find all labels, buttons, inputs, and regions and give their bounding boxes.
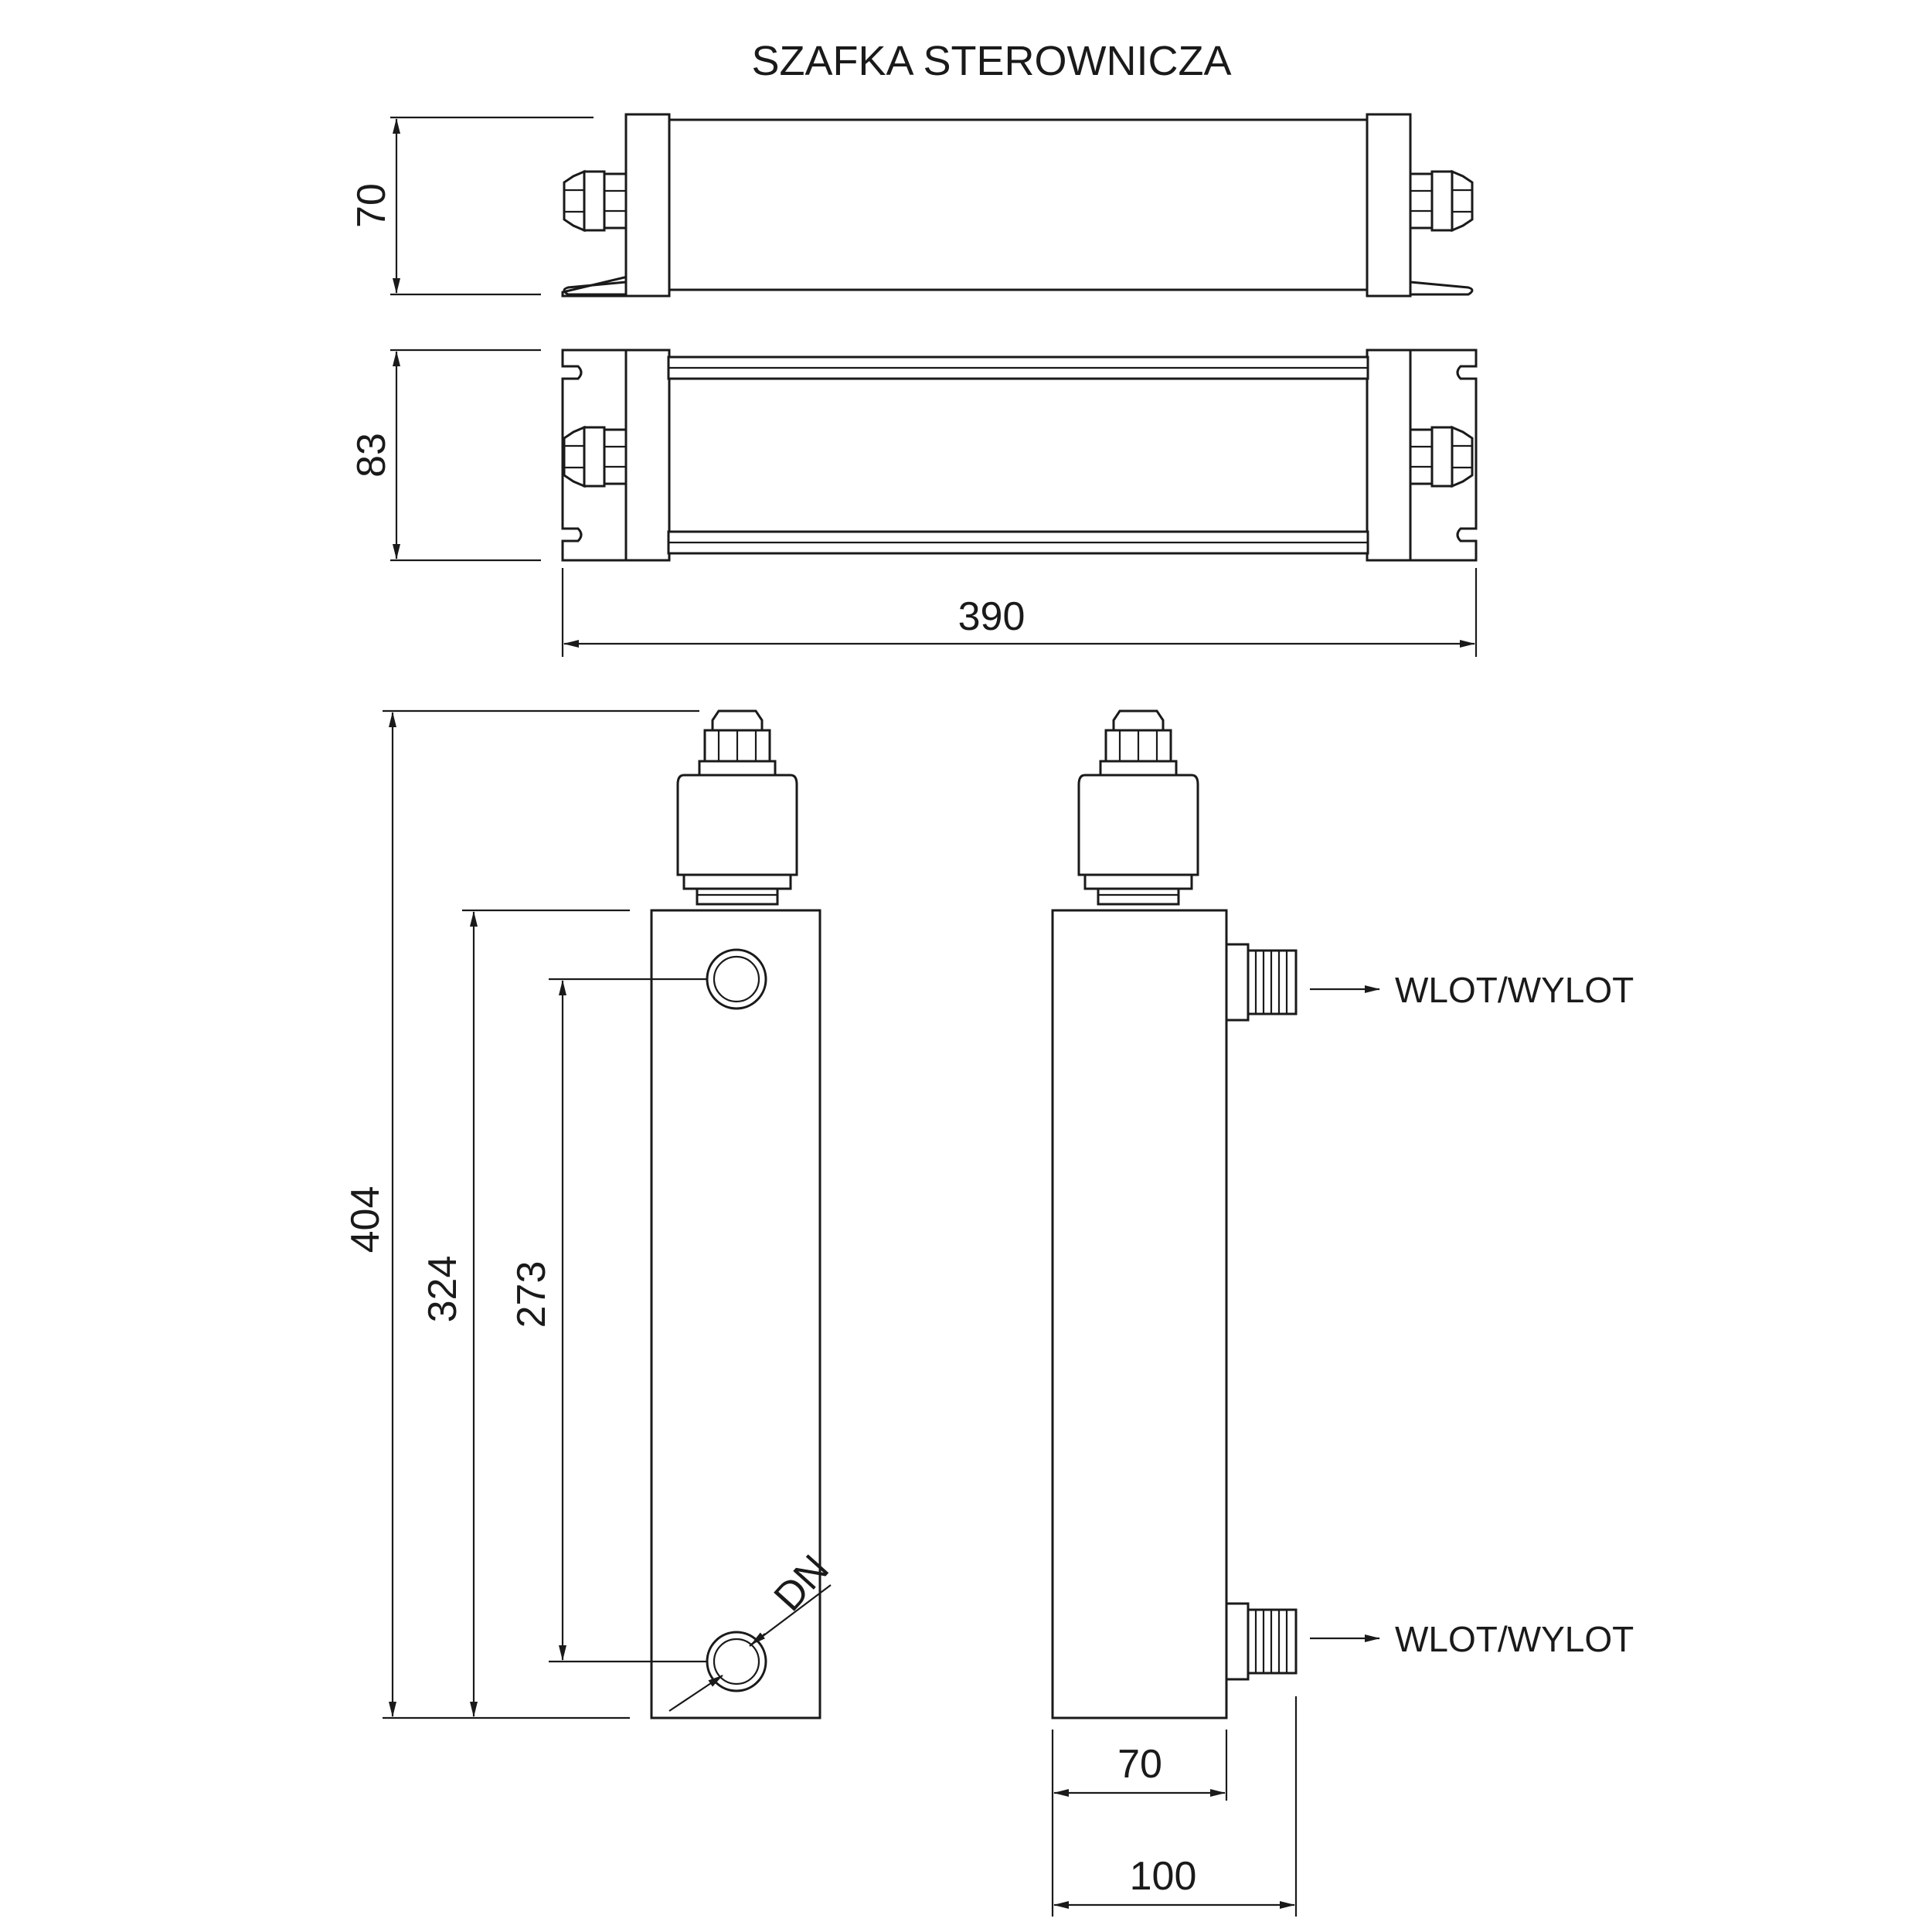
lamp-front-view bbox=[650, 709, 821, 1719]
dimension-body-height: 324 bbox=[420, 909, 630, 1717]
threaded-port-top bbox=[1225, 943, 1298, 1022]
dimension-cabinet-height: 70 bbox=[349, 116, 594, 296]
dimension-label-404: 404 bbox=[343, 1186, 388, 1253]
cable-gland-left bbox=[563, 169, 628, 233]
threaded-port-bottom bbox=[1225, 1602, 1298, 1681]
dimension-cabinet-width: 390 bbox=[561, 568, 1478, 657]
port-label-top: WLOT/WYLOT bbox=[1310, 970, 1634, 1010]
port-label-top-text: WLOT/WYLOT bbox=[1395, 970, 1634, 1010]
port-label-bottom: WLOT/WYLOT bbox=[1310, 1619, 1634, 1659]
dimension-label-100: 100 bbox=[1130, 1854, 1197, 1899]
dimension-body-width: 70 bbox=[1051, 1730, 1228, 1917]
cable-gland-left-top bbox=[563, 425, 628, 488]
cable-gland-right-top bbox=[1409, 425, 1474, 488]
cable-gland-right bbox=[1409, 169, 1474, 233]
lamp-side-view bbox=[1051, 709, 1298, 1719]
dimension-label-70-bottom: 70 bbox=[1117, 1742, 1162, 1787]
dimension-overall-height: 404 bbox=[343, 709, 699, 1719]
dimension-label-324: 324 bbox=[420, 1256, 465, 1323]
dimension-label-83: 83 bbox=[349, 433, 394, 478]
dimension-label-70-top: 70 bbox=[349, 183, 394, 228]
dimension-label-390: 390 bbox=[958, 594, 1026, 639]
cabinet-top-view bbox=[561, 349, 1478, 562]
dimension-label-273: 273 bbox=[509, 1261, 554, 1328]
port-label-bottom-text: WLOT/WYLOT bbox=[1395, 1619, 1634, 1659]
dimension-total-width: 100 bbox=[1053, 1696, 1298, 1917]
dimension-cabinet-depth: 83 bbox=[349, 349, 541, 562]
dimension-port-spacing: 273 bbox=[509, 978, 707, 1663]
cabinet-front-view bbox=[561, 113, 1474, 298]
drawing-title: SZAFKA STEROWNICZA bbox=[751, 38, 1231, 84]
